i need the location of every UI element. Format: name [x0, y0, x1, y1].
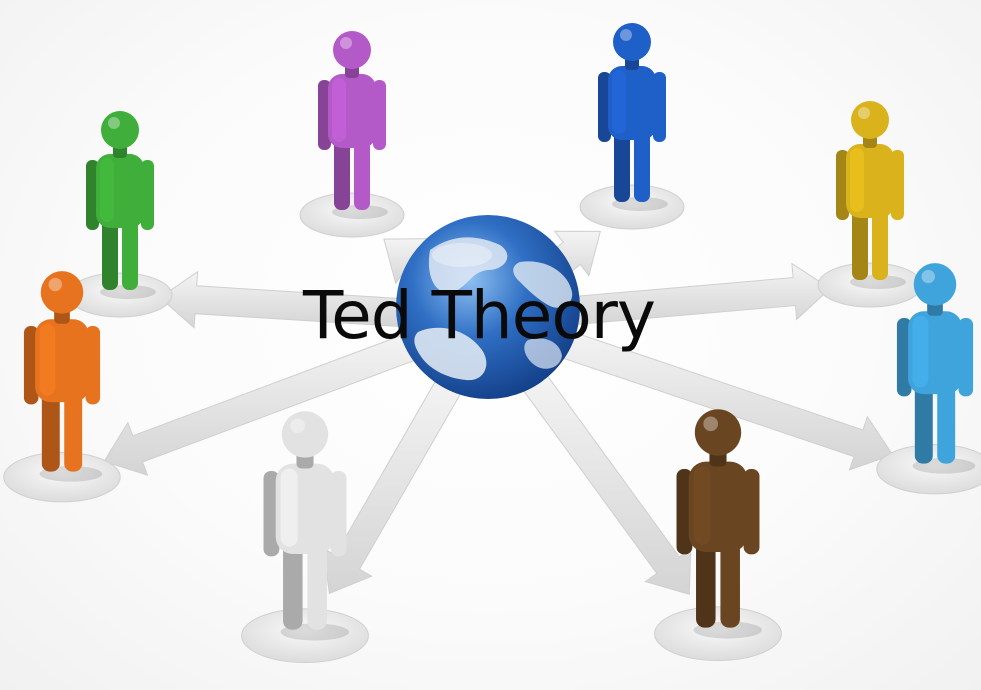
- purple-figure-torso-highlight: [332, 78, 346, 142]
- green-figure-torso-highlight: [100, 158, 114, 222]
- globe-highlight: [432, 243, 492, 267]
- purple-figure-leg-left: [334, 138, 350, 210]
- yellow-figure-head-highlight: [858, 107, 870, 119]
- orange-figure-arm-right: [85, 326, 101, 405]
- orange-figure-leg-left: [41, 390, 60, 472]
- arrow-to-brown-figure: [517, 365, 692, 595]
- yellow-figure-leg-left: [852, 208, 868, 280]
- brown-figure: [676, 409, 762, 639]
- purple-figure-head-highlight: [340, 37, 352, 49]
- light-blue-figure: [896, 263, 976, 474]
- green-figure-leg-left: [102, 218, 118, 290]
- light-blue-figure-torso-highlight: [912, 315, 929, 388]
- white-figure-head-highlight: [290, 418, 305, 434]
- white-figure-arm-left: [263, 471, 280, 557]
- blue-figure-arm-left: [598, 72, 611, 142]
- light-blue-figure-arm-left: [896, 318, 912, 397]
- blue-figure-arm-right: [653, 72, 666, 142]
- arrows-group: [103, 230, 894, 595]
- blue-figure-leg-right: [634, 130, 650, 202]
- purple-figure-leg-right: [354, 138, 370, 210]
- brown-figure-platform: [654, 606, 782, 662]
- orange-figure-head-highlight: [48, 277, 62, 292]
- globe-land-north: [428, 237, 508, 293]
- purple-figure-arm-left: [318, 80, 331, 150]
- white-figure-leg-right: [307, 541, 327, 630]
- yellow-figure: [836, 101, 906, 289]
- light-blue-figure-torso: [908, 311, 962, 395]
- brown-figure-leg-right: [720, 539, 740, 628]
- yellow-figure-torso-highlight: [850, 148, 864, 212]
- globe-land-south: [414, 327, 487, 381]
- purple-figure-torso: [328, 74, 376, 148]
- green-figure-head: [101, 111, 139, 149]
- white-figure-head: [281, 411, 329, 458]
- figures-group: [23, 23, 976, 641]
- yellow-figure-arm-left: [836, 150, 849, 220]
- arrow-to-light-blue-figure: [549, 326, 894, 471]
- arrow-to-yellow-figure: [555, 262, 831, 327]
- page-title: Ted Theory: [303, 277, 656, 354]
- yellow-figure-arm-right: [891, 150, 904, 220]
- brown-figure-leg-left: [696, 539, 716, 628]
- blue-figure-head-highlight: [620, 29, 632, 41]
- yellow-figure-torso: [846, 144, 894, 218]
- green-figure-arm-left: [86, 160, 99, 230]
- blue-figure-torso: [608, 66, 656, 140]
- purple-figure-head: [333, 31, 371, 69]
- white-figure-arm-right: [330, 471, 347, 557]
- light-blue-figure-arm-right: [958, 318, 974, 397]
- globe: [396, 215, 580, 399]
- light-blue-figure-head-highlight: [921, 269, 935, 284]
- orange-figure-head: [40, 271, 84, 314]
- white-figure-leg-left: [283, 541, 303, 630]
- orange-figure-torso-highlight: [39, 323, 56, 396]
- orange-figure-arm-left: [23, 326, 39, 405]
- blue-figure-platform: [579, 184, 685, 230]
- arrow-to-green-figure: [159, 270, 420, 329]
- green-figure-head-highlight: [108, 117, 120, 129]
- brown-figure-head-highlight: [703, 416, 718, 432]
- blue-figure-torso-highlight: [612, 70, 626, 134]
- orange-figure: [23, 271, 103, 482]
- green-figure-leg-right: [122, 218, 138, 290]
- green-figure: [86, 111, 156, 299]
- white-figure: [263, 411, 349, 641]
- orange-figure-torso: [35, 319, 89, 403]
- orange-figure-platform: [3, 452, 121, 503]
- yellow-figure-head: [851, 101, 889, 139]
- brown-figure-torso-highlight: [693, 466, 711, 545]
- white-figure-torso-highlight: [280, 468, 298, 547]
- green-figure-arm-right: [141, 160, 154, 230]
- yellow-figure-leg-right: [872, 208, 888, 280]
- green-figure-torso: [96, 154, 144, 228]
- purple-figure-arm-right: [373, 80, 386, 150]
- brown-figure-torso: [688, 461, 748, 552]
- globe-land-southeast: [524, 338, 562, 369]
- globe-land-east: [513, 261, 573, 308]
- white-figure-torso: [275, 463, 335, 554]
- blue-figure: [598, 23, 668, 211]
- platforms-group: [3, 184, 981, 664]
- brown-figure-arm-right: [743, 469, 760, 555]
- white-figure-platform: [241, 608, 369, 664]
- orange-figure-leg-right: [64, 390, 83, 472]
- purple-figure-platform: [299, 192, 405, 238]
- light-blue-figure-head: [913, 263, 957, 306]
- brown-figure-arm-left: [676, 469, 693, 555]
- blue-figure-leg-left: [614, 130, 630, 202]
- light-blue-figure-leg-right: [937, 382, 956, 464]
- purple-figure: [318, 31, 388, 219]
- blue-figure-head: [613, 23, 651, 61]
- brown-figure-head: [694, 409, 742, 456]
- light-blue-figure-leg-left: [914, 382, 933, 464]
- arrow-to-orange-figure: [103, 328, 428, 476]
